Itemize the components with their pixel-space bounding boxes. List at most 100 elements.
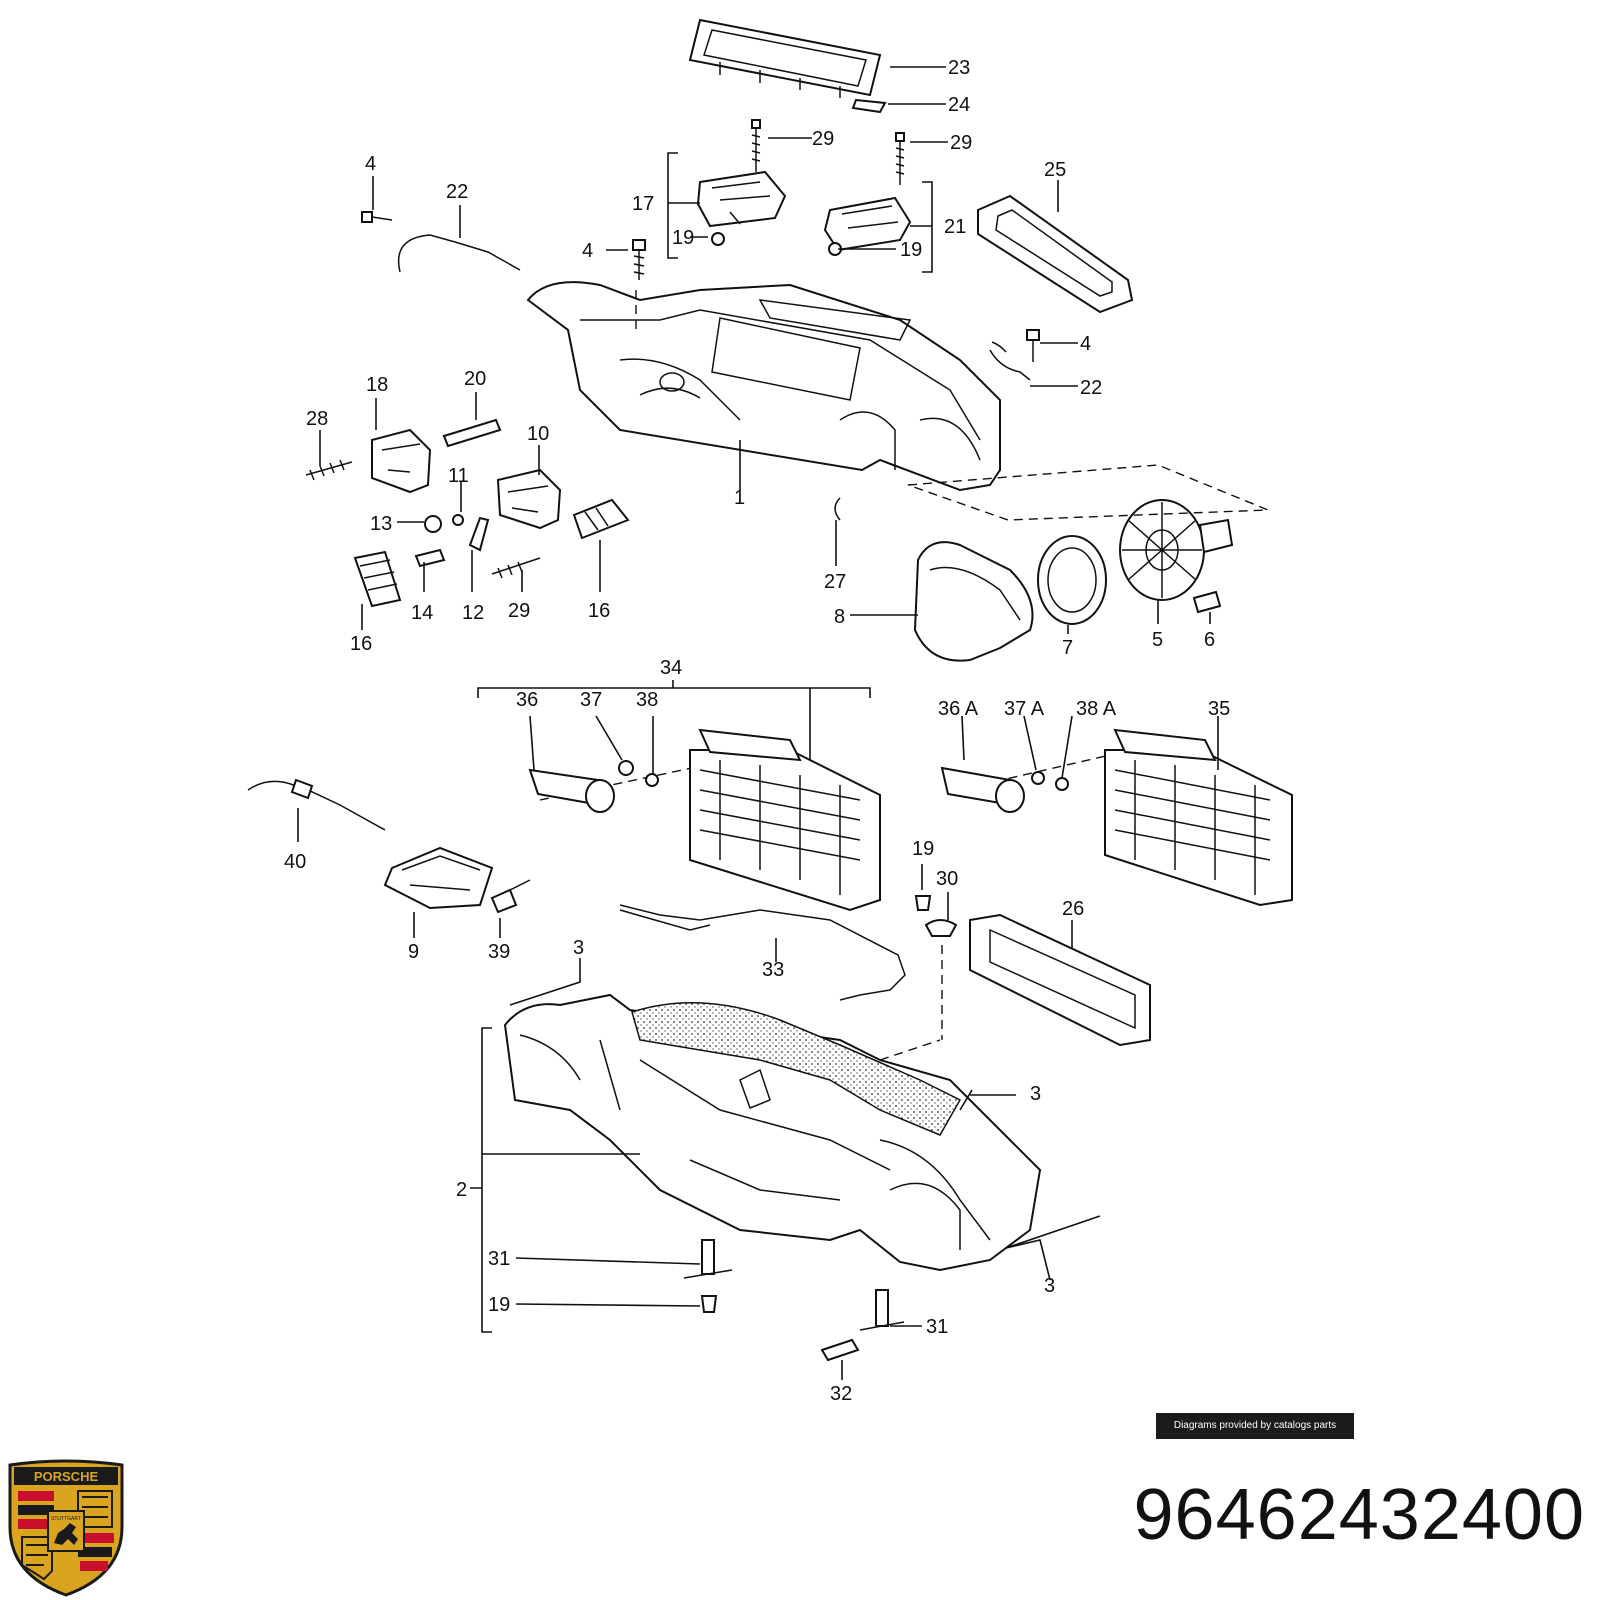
callout-2: 2 [456,1179,467,1201]
part-screw-29b [491,557,541,579]
part-washer-12 [452,514,464,526]
callout-36: 36 [516,689,538,711]
callout-3-b: 3 [1030,1083,1041,1105]
part-grommet-19d [700,1295,718,1313]
callout-10: 10 [527,423,549,445]
callout-18: 18 [366,374,388,396]
part-gasket-26 [969,913,1151,1047]
callout-37A: 37 A [1004,698,1045,720]
callout-29-c: 29 [508,600,530,622]
callout-11: 12 [462,602,484,624]
part-vent-grille [688,18,882,98]
callout-32: 32 [830,1383,852,1405]
part-evaporator-34 [689,728,881,912]
callout-12: 11 [448,465,469,487]
part-grommet-19c [914,895,932,911]
part-actuators [696,170,912,256]
callout-30: 30 [936,868,958,890]
horse-icon [54,1523,78,1545]
callout-19-a: 19 [672,227,694,249]
callout-7: 7 [1062,637,1073,659]
callout-3-c: 3 [1044,1275,1055,1297]
callout-16-b: 16 [350,633,372,655]
part-servo-9 [383,846,494,910]
callout-22-a: 22 [446,181,468,203]
callout-24: 24 [948,94,970,116]
callout-19-b: 19 [900,239,922,261]
callout-4-b: 4 [582,240,593,262]
callout-9: 9 [408,941,419,963]
part-boot-16a [353,550,402,608]
part-upper-housing [526,281,1001,492]
callout-27: 27 [824,571,846,593]
callout-25: 25 [1044,159,1066,181]
callout-19-c: 19 [912,838,934,860]
part-block-6 [1192,590,1222,614]
assembly-line-lower [879,945,943,1061]
callout-21: 21 [944,216,966,238]
part-linkage-33 [619,904,906,1001]
callout-19-d: 19 [488,1294,510,1316]
crest-lettering: PORSCHE [34,1469,99,1484]
leader-lines [297,66,1219,1380]
part-lever-11 [468,516,490,552]
callout-34: 34 [660,657,682,679]
callout-37: 37 [580,689,602,711]
part-nut-13 [424,515,442,533]
callout-22-b: 22 [1080,377,1102,399]
callout-4-c: 4 [1080,333,1091,355]
part-screw-28 [305,459,353,481]
callout-29-b: 29 [950,132,972,154]
callout-28: 28 [306,408,328,430]
callout-20: 20 [464,368,486,390]
callout-1: 1 [734,487,745,509]
part-lower-housing [503,993,1042,1272]
part-clip-24 [851,98,887,114]
part-cable-22 [397,234,521,273]
callout-17: 17 [632,193,654,215]
part-cable-22b [989,341,1031,381]
part-blower-wheel-5 [1119,499,1234,601]
callout-40: 40 [284,851,306,873]
callout-14: 14 [411,602,433,624]
svg-text:STUTTGART: STUTTGART [51,1516,81,1522]
part-clip-27 [834,497,841,521]
part-number: 96462432400 [1133,1475,1585,1555]
crest-stripes-left [18,1491,54,1529]
callout-5: 5 [1152,629,1163,651]
part-evaporator-35 [1104,728,1293,907]
part-gasket-25 [977,194,1134,314]
part-boot-16b [572,498,630,540]
part-shaft-20 [442,418,502,448]
credit-badge: Diagrams provided by catalogs parts [1156,1413,1354,1439]
crest-stripes-right [78,1533,114,1571]
callout-29-a: 29 [812,128,834,150]
callout-8: 8 [834,606,845,628]
callout-23: 23 [948,57,970,79]
callout-16-a: 16 [588,600,610,622]
part-bolts-31 [683,1239,905,1331]
callout-36A: 36 A [938,698,979,720]
callout-38A: 38 A [1076,698,1117,720]
callout-6: 6 [1204,629,1215,651]
callout-3-a: 3 [573,937,584,959]
part-clip-32 [820,1338,860,1362]
part-drain-30 [924,919,958,937]
part-fitting-39 [490,888,518,914]
part-pin-14 [414,548,446,568]
callout-31-b: 31 [926,1316,948,1338]
part-screws-29 [751,119,905,185]
callout-33: 33 [762,959,784,981]
callout-13: 13 [370,513,392,535]
callout-26: 26 [1062,898,1084,920]
callout-4-a: 4 [365,153,376,175]
part-expansion-valves [528,760,1069,813]
part-blower-housing-8 [913,541,1034,662]
part-screws-4 [361,211,1040,362]
part-switch-blocks [371,428,562,530]
callout-35: 35 [1208,698,1230,720]
porsche-crest-icon: PORSCHE STUTTGART [8,1459,124,1597]
callout-31-a: 31 [488,1248,510,1270]
part-sensor-cable-40 [247,780,386,831]
